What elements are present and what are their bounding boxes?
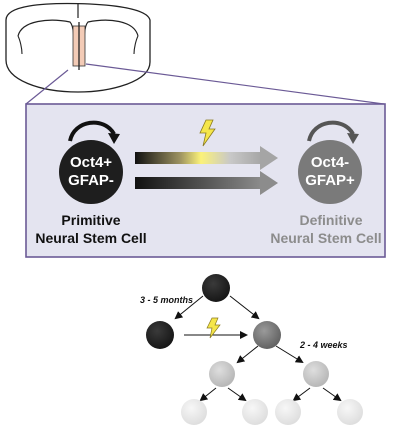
- self-renewal-arrow-icon: [68, 120, 120, 144]
- time-label-primitive: 3 - 5 months: [140, 295, 194, 305]
- primitive-cell-marker-2: GFAP-: [68, 172, 114, 189]
- lineage-cell-progenitor: [303, 361, 329, 387]
- lineage-tree: [174, 295, 342, 402]
- primitive-cell-marker-1: Oct4+: [69, 154, 113, 171]
- definitive-caption-line1: Definitive: [299, 212, 363, 228]
- transition-arrow-bright: [135, 146, 278, 170]
- lineage-cell-primitive: [146, 321, 174, 349]
- lineage-cell-daughter: [242, 399, 268, 425]
- lineage-cell-daughter: [181, 399, 207, 425]
- definitive-caption-line2: Neural Stem Cell: [270, 230, 382, 246]
- lineage-cell-progenitor: [209, 361, 235, 387]
- zoom-line-left: [25, 69, 69, 105]
- primitive-caption-line2: Neural Stem Cell: [35, 230, 147, 246]
- primitive-caption-line1: Primitive: [61, 212, 121, 228]
- lineage-cell-primitive-root: [202, 274, 230, 302]
- time-label-definitive: 2 - 4 weeks: [300, 340, 348, 350]
- lineage-cell-definitive: [253, 321, 281, 349]
- lightning-icon: [199, 119, 216, 147]
- transition-arrow-dark: [135, 171, 278, 195]
- definitive-cell-marker-1: Oct4-: [310, 154, 350, 171]
- self-renewal-arrow-icon: [307, 120, 359, 144]
- brain-section-icon: [5, 2, 151, 93]
- zoom-line-right: [85, 63, 385, 105]
- lineage-cell-daughter: [337, 399, 363, 425]
- lightning-icon: [206, 317, 221, 339]
- lineage-cell-daughter: [275, 399, 301, 425]
- primitive-cell: [59, 140, 123, 204]
- definitive-cell-marker-2: GFAP+: [305, 172, 355, 189]
- definitive-cell: [298, 140, 362, 204]
